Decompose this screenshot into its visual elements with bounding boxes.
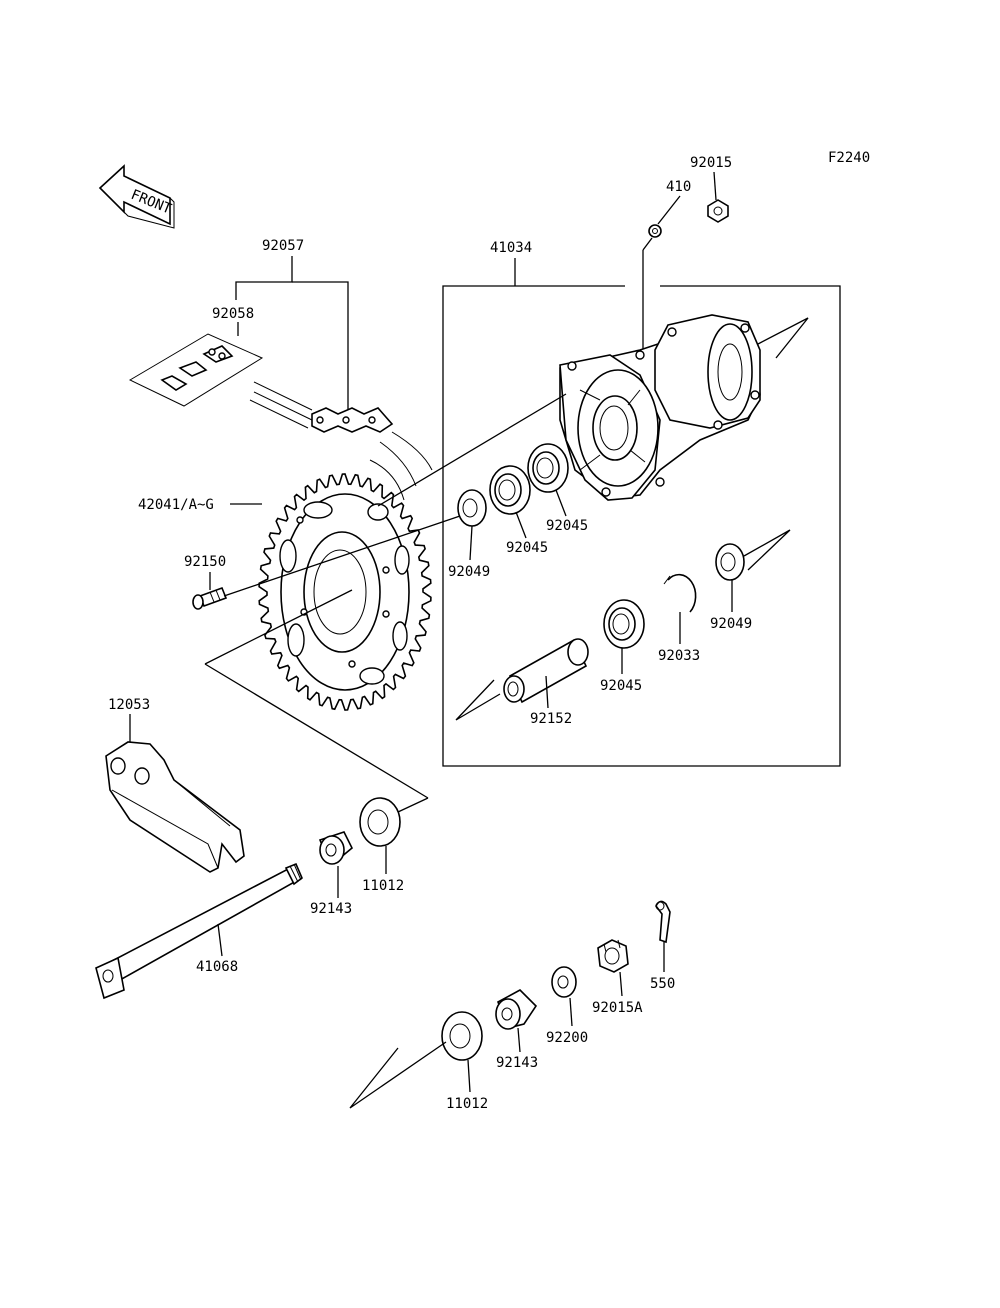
part-12053-chain-guide bbox=[105, 741, 245, 873]
part-92033-circlip bbox=[663, 573, 697, 613]
label-11012-a: 11012 bbox=[362, 878, 404, 894]
label-92057: 92057 bbox=[262, 238, 304, 254]
label-42041: 42041/A~G bbox=[138, 497, 214, 513]
part-92143-collar-b bbox=[495, 989, 538, 1030]
label-92015A: 92015A bbox=[592, 1000, 643, 1016]
label-92033: 92033 bbox=[658, 648, 700, 664]
part-41068-rear-axle bbox=[95, 862, 303, 1000]
part-41034-rear-hub bbox=[559, 314, 761, 501]
hub-assembly-box bbox=[442, 258, 841, 767]
part-550-cotter-pin bbox=[655, 900, 671, 944]
front-arrow-icon: FRONT bbox=[98, 164, 175, 229]
part-92049-seal-a bbox=[457, 489, 487, 527]
label-92200: 92200 bbox=[546, 1030, 588, 1046]
label-92150: 92150 bbox=[184, 554, 226, 570]
label-92049-b: 92049 bbox=[710, 616, 752, 632]
part-92045-bearing-a bbox=[527, 443, 569, 493]
part-92058-master-link bbox=[128, 333, 264, 407]
part-11012-spacer-a bbox=[359, 797, 401, 847]
label-92045-a: 92045 bbox=[546, 518, 588, 534]
part-92015A-castle-nut bbox=[597, 939, 629, 973]
part-92152-spacer bbox=[503, 638, 589, 704]
part-11012-spacer-b bbox=[441, 1011, 483, 1061]
label-12053: 12053 bbox=[108, 697, 150, 713]
label-92058: 92058 bbox=[212, 306, 254, 322]
part-92057-drive-chain bbox=[249, 381, 433, 501]
label-92045-b: 92045 bbox=[506, 540, 548, 556]
label-41068: 41068 bbox=[196, 959, 238, 975]
diagram-code: F2240 bbox=[828, 150, 870, 166]
part-92045-bearing-c bbox=[603, 599, 645, 649]
part-92200-washer bbox=[551, 966, 577, 998]
label-550: 550 bbox=[650, 976, 675, 992]
label-92015: 92015 bbox=[690, 155, 732, 171]
label-11012-b: 11012 bbox=[446, 1096, 488, 1112]
label-92045-c: 92045 bbox=[600, 678, 642, 694]
part-92150-sprocket-bolt bbox=[192, 586, 228, 610]
part-92045-bearing-b bbox=[489, 465, 531, 515]
label-410: 410 bbox=[666, 179, 691, 195]
part-42041-sprocket bbox=[258, 473, 432, 711]
label-92143-b: 92143 bbox=[496, 1055, 538, 1071]
label-92049-a: 92049 bbox=[448, 564, 490, 580]
label-92152: 92152 bbox=[530, 711, 572, 727]
part-92015-nut bbox=[707, 199, 729, 223]
part-92049-seal-b bbox=[715, 543, 745, 581]
part-410-washer bbox=[648, 224, 662, 238]
part-92143-collar-a bbox=[318, 831, 353, 865]
label-41034: 41034 bbox=[490, 240, 532, 256]
label-92143-a: 92143 bbox=[310, 901, 352, 917]
